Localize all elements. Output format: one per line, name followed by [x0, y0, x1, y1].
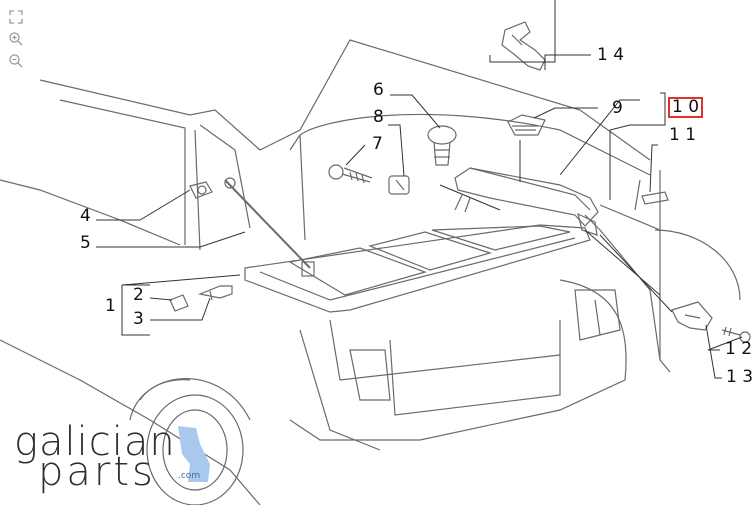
callout-14[interactable]: 1 4 — [597, 45, 625, 65]
callout-9[interactable]: 9 — [612, 98, 623, 118]
rear-wheel — [129, 378, 251, 505]
part-9-striker — [507, 114, 546, 136]
callout-1[interactable]: 1 — [105, 296, 116, 316]
fit-screen-icon — [9, 10, 23, 24]
parcel-shelf — [244, 224, 591, 313]
callout-3[interactable]: 3 — [133, 309, 144, 329]
leader-lines — [96, 0, 743, 379]
car-body-outline — [0, 39, 741, 505]
tailgate-hinge-bracket — [454, 167, 599, 236]
part-11-pad — [641, 191, 669, 205]
callout-8[interactable]: 8 — [373, 107, 384, 127]
callout-2[interactable]: 2 — [133, 285, 144, 305]
part-3-pin — [197, 285, 233, 301]
callout-7[interactable]: 7 — [372, 134, 383, 154]
logo-text-line2: parts — [38, 449, 156, 495]
part-12-screw — [721, 326, 751, 343]
gas-strut — [224, 177, 315, 277]
part-8-clip — [388, 175, 410, 195]
callout-10-selected[interactable]: 1 0 — [667, 97, 704, 118]
part-6-plug — [427, 125, 457, 166]
logo-text-line1: galician — [14, 419, 176, 465]
fit-screen-button[interactable] — [6, 8, 26, 26]
callout-13[interactable]: 1 3 — [726, 367, 754, 387]
callout-4[interactable]: 4 — [80, 206, 91, 226]
callout-11[interactable]: 1 1 — [669, 125, 697, 145]
zoom-out-button[interactable] — [6, 52, 26, 70]
logo-accent-shape — [178, 426, 210, 482]
zoom-out-icon — [9, 54, 23, 68]
callout-6[interactable]: 6 — [373, 80, 384, 100]
zoom-in-icon — [9, 32, 23, 46]
callout-12[interactable]: 1 2 — [725, 339, 753, 359]
part-7-screw — [328, 164, 373, 184]
part-13-bracket — [671, 301, 713, 331]
galicianparts-logo: galician parts .com — [14, 422, 214, 492]
callout-5[interactable]: 5 — [80, 233, 91, 253]
part-2-bush — [169, 294, 189, 312]
part-14-clip — [501, 21, 546, 71]
part-4-bracket — [189, 181, 213, 199]
zoom-in-button[interactable] — [6, 30, 26, 48]
logo-domain: .com — [178, 471, 201, 481]
